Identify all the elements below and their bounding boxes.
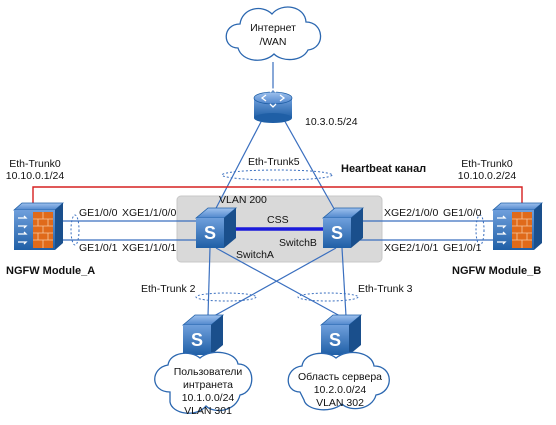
trunk-markers: [70, 169, 485, 302]
sw-a-port-bottom: XGE1/1/0/1: [122, 242, 176, 254]
fw-a-ip: 10.10.0.1/24: [6, 170, 65, 182]
users-line4: VLAN 301: [184, 405, 232, 417]
svg-text:S: S: [204, 223, 216, 243]
eth-trunk2-label: Eth-Trunk 2: [141, 283, 196, 295]
servers-line1: Область сервера: [298, 371, 382, 383]
switch-icon: S: [321, 207, 365, 248]
sw-b-port-top: XGE2/1/0/0: [384, 207, 438, 219]
switch-users: S: [181, 314, 225, 355]
users-line1: Пользователи: [174, 366, 243, 378]
svg-text:S: S: [331, 223, 343, 243]
users-line2: интранета: [183, 379, 233, 391]
router-icon: [253, 88, 293, 123]
internet-line1: Интернет: [250, 22, 296, 34]
heartbeat-link: [32, 186, 523, 205]
fwb-trunk-marker: [475, 214, 485, 246]
firewall-a: NGFW Module_A Eth-Trunk0 10.10.0.1/24 GE…: [6, 158, 118, 277]
router: 10.3.0.5/24: [253, 88, 358, 128]
switch-a-label: SwitchA: [236, 249, 274, 261]
cloud-icon: [287, 351, 390, 411]
users-line3: 10.1.0.0/24: [182, 392, 235, 404]
link-router-switch-a: [212, 117, 264, 215]
cloud-icon: [225, 6, 322, 61]
eth-trunk5-marker: [221, 169, 333, 181]
fw-a-port-bottom: GE1/0/1: [79, 242, 118, 254]
sw-a-port-top: XGE1/1/0/0: [122, 207, 176, 219]
sw-b-port-bottom: XGE2/1/0/1: [384, 242, 438, 254]
switch-b-label: SwitchB: [279, 237, 317, 249]
heartbeat-label: Heartbeat канал: [341, 163, 426, 175]
link-router-switch-b: [282, 117, 338, 215]
firewall-icon: [12, 202, 65, 250]
firewall-b: NGFW Module_B Eth-Trunk0 10.10.0.2/24 GE…: [443, 158, 544, 277]
users-cloud: Пользователи интранета 10.1.0.0/24 VLAN …: [154, 351, 253, 417]
fw-b-trunk: Eth-Trunk0: [461, 158, 513, 170]
fw-b-ip: 10.10.0.2/24: [458, 170, 517, 182]
link-swa-users: [207, 247, 211, 317]
servers-cloud: Область сервера 10.2.0.0/24 VLAN 302: [287, 351, 390, 411]
eth-trunk3-marker: [297, 292, 359, 302]
switch-icon: S: [194, 207, 238, 248]
svg-text:S: S: [191, 330, 203, 350]
fw-b-name: NGFW Module_B: [452, 265, 541, 277]
link-swb-users: [213, 247, 337, 317]
cloud-icon: [154, 351, 253, 414]
servers-line2: 10.2.0.0/24: [314, 384, 367, 396]
router-ip: 10.3.0.5/24: [305, 116, 358, 128]
links: [32, 62, 523, 317]
fw-a-name: NGFW Module_A: [6, 265, 95, 277]
switch-servers: S: [319, 314, 363, 355]
fwa-trunk-marker: [70, 214, 80, 246]
svg-text:S: S: [329, 330, 341, 350]
fw-a-port-top: GE1/0/0: [79, 207, 118, 219]
switch-icon: S: [319, 314, 363, 355]
eth-trunk3-label: Eth-Trunk 3: [358, 283, 413, 295]
fw-b-port-bottom: GE1/0/1: [443, 242, 482, 254]
fw-a-trunk: Eth-Trunk0: [9, 158, 61, 170]
link-swb-servers: [341, 247, 347, 317]
css-label: CSS: [267, 214, 289, 226]
fw-b-port-top: GE1/0/0: [443, 207, 482, 219]
vlan200-label: VLAN 200: [219, 194, 267, 206]
internet-line2: /WAN: [259, 36, 286, 48]
servers-line3: VLAN 302: [316, 397, 364, 409]
eth-trunk5-label: Eth-Trunk5: [248, 156, 300, 168]
eth-trunk2-marker: [195, 292, 257, 302]
switch-b: S SwitchB: [279, 207, 365, 249]
switch-a: S SwitchA: [194, 207, 274, 261]
firewall-icon: [491, 202, 544, 250]
switch-icon: S: [181, 314, 225, 355]
internet-cloud: Интернет /WAN: [225, 6, 322, 61]
link-swa-servers: [215, 247, 341, 317]
